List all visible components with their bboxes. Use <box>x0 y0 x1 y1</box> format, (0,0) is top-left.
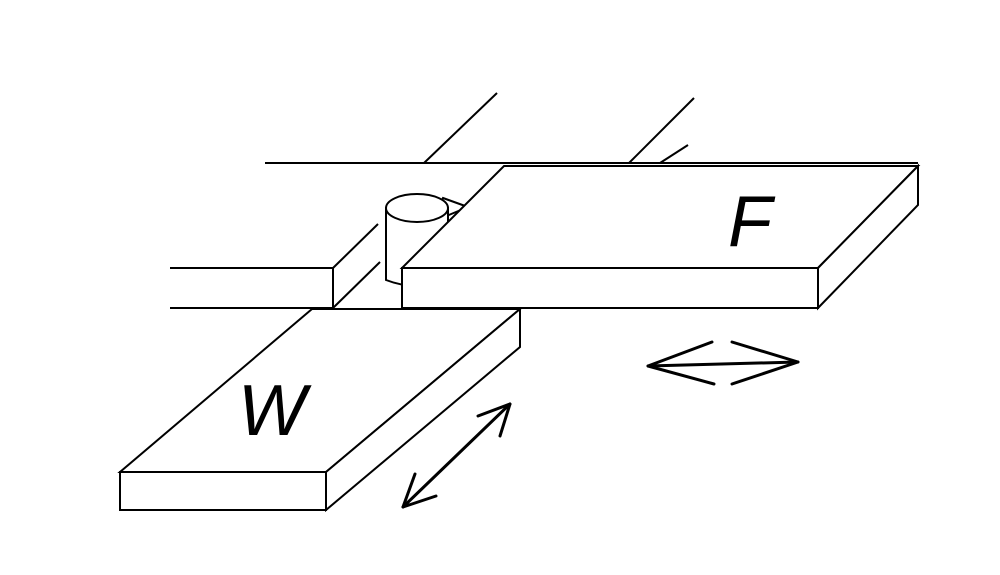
pin-top <box>385 193 449 223</box>
fixed-plate-f: F <box>399 163 921 311</box>
double-headed-arrow-diagonal-icon <box>401 402 512 509</box>
plate-f-side-face <box>817 163 919 311</box>
plate-w-front-face <box>119 471 327 511</box>
double-headed-arrow-horizontal-icon <box>646 340 800 386</box>
label-f: F <box>728 182 776 262</box>
label-w: W <box>238 371 312 451</box>
plate-w-side-face <box>325 306 521 513</box>
rear-rail <box>265 92 918 164</box>
workpiece-plate-w: W <box>117 306 523 513</box>
left-guide-bar <box>170 223 381 309</box>
plate-f-front-face <box>401 267 819 309</box>
